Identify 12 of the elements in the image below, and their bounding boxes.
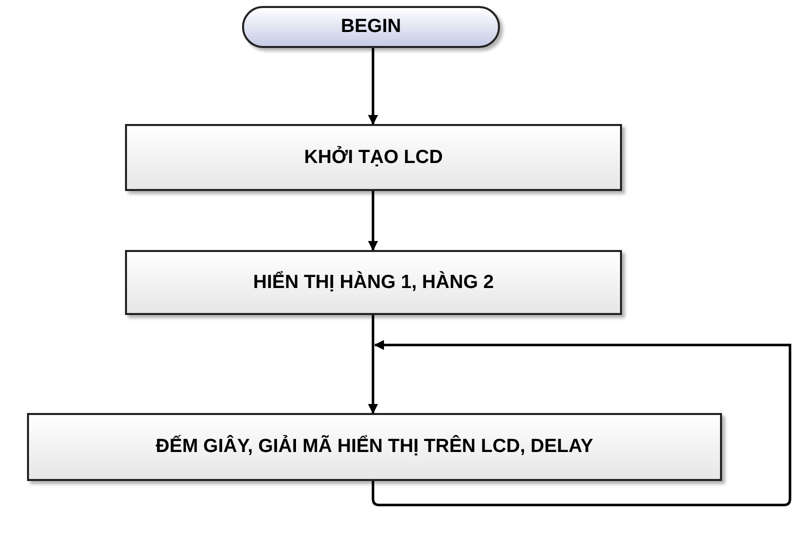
node-label: KHỞI TẠO LCD: [304, 146, 443, 168]
process-box: [125, 250, 622, 315]
terminal-pill: [242, 6, 500, 48]
arrow: [368, 315, 378, 414]
process-box: [27, 413, 722, 481]
node-label: ĐẾM GIÂY, GIẢI MÃ HIỂN THỊ TRÊN LCD, DELAY: [156, 436, 594, 458]
arrow: [372, 340, 792, 506]
process-box: [125, 124, 622, 191]
node-label: HIỂN THỊ HÀNG 1, HÀNG 2: [253, 272, 494, 294]
node-label: BEGIN: [340, 16, 402, 38]
arrow: [368, 48, 378, 125]
arrow: [368, 191, 378, 251]
